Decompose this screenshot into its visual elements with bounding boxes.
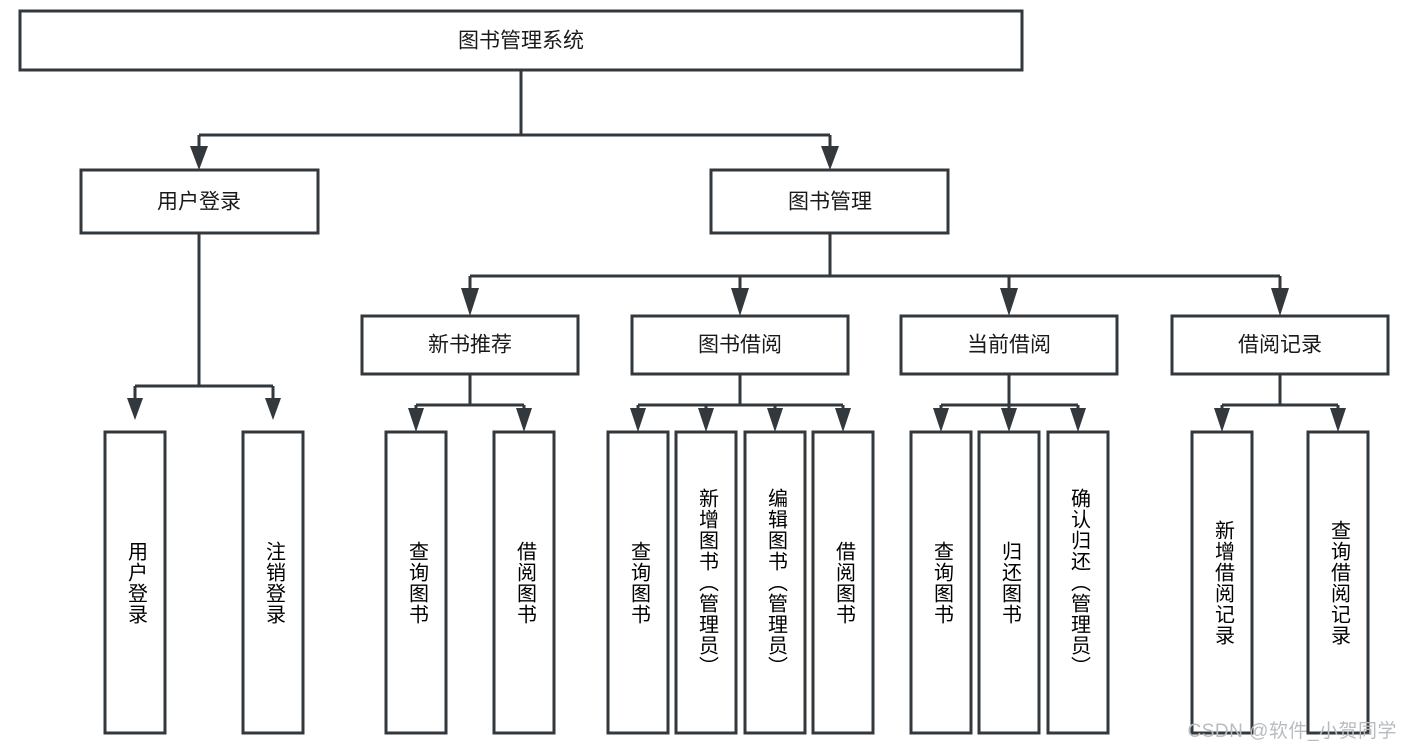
leaf-query-book-c-box[interactable] — [909, 430, 973, 735]
leaf-query-book-a-box[interactable] — [384, 430, 448, 735]
arrowhead-borrow-record — [1271, 288, 1289, 316]
arrowhead-leaf-borrow-a — [516, 408, 532, 432]
node-new-book-recommend[interactable]: 新书推荐 — [360, 314, 580, 376]
csdn-watermark: CSDN @软件_小贺同学 — [1187, 721, 1397, 742]
arrowhead-user-login — [190, 146, 208, 170]
node-new-book-recommend-box[interactable] — [360, 314, 580, 376]
connector-group-userlogin-to-leaves — [127, 233, 281, 420]
arrowhead-leaf-query-b — [630, 408, 646, 432]
arrowhead-leaf-edit-book — [767, 408, 783, 432]
leaf-boxes-group — [103, 430, 1370, 735]
connector-group-bookmgmt-to-level3 — [461, 233, 1289, 316]
node-new-book-recommend-label: 新书推荐 — [428, 334, 512, 357]
arrowhead-book-mgmt — [821, 146, 839, 170]
leaf-borrow-book-b-box[interactable] — [811, 430, 875, 735]
node-root-label: 图书管理系统 — [458, 30, 584, 53]
node-root[interactable]: 图书管理系统 — [18, 9, 1024, 72]
leaf-add-record-box[interactable] — [1190, 430, 1254, 735]
arrowhead-book-borrow — [731, 288, 749, 316]
node-current-borrow-label: 当前借阅 — [967, 334, 1051, 357]
leaf-query-record-box[interactable] — [1306, 430, 1370, 735]
leaf-borrow-book-a-box[interactable] — [492, 430, 556, 735]
node-borrow-record[interactable]: 借阅记录 — [1170, 314, 1390, 376]
node-book-management[interactable]: 图书管理 — [709, 168, 950, 235]
arrowhead-current-borrow — [1000, 288, 1018, 316]
node-book-borrow-box[interactable] — [630, 314, 850, 376]
connector-group-root-to-level2 — [190, 70, 839, 170]
node-book-borrow-label: 图书借阅 — [698, 334, 782, 357]
node-user-login-box[interactable] — [79, 168, 320, 235]
node-book-management-box[interactable] — [709, 168, 950, 235]
arrowhead-leaf-logout — [265, 398, 281, 420]
leaf-logout-box[interactable] — [241, 430, 305, 735]
leaf-query-book-b-box[interactable] — [606, 430, 670, 735]
connector-group-bookborrow-to-leaves — [630, 374, 851, 432]
arrowhead-leaf-user-login — [127, 398, 143, 420]
arrowhead-leaf-add-book — [698, 408, 714, 432]
arrowhead-leaf-query-a — [408, 408, 424, 432]
node-borrow-record-box[interactable] — [1170, 314, 1390, 376]
leaf-user-login-box[interactable] — [103, 430, 167, 735]
leaf-confirm-return-admin-box[interactable] — [1046, 430, 1110, 735]
node-root-box[interactable] — [18, 9, 1024, 72]
node-book-management-label: 图书管理 — [788, 191, 872, 214]
arrowhead-new-book-rec — [461, 288, 479, 316]
connector-group-currentborrow-to-leaves — [933, 374, 1086, 432]
arrowhead-leaf-query-record — [1330, 408, 1346, 432]
arrowhead-leaf-borrow-b — [835, 408, 851, 432]
node-current-borrow-box[interactable] — [899, 314, 1119, 376]
connector-group-newbookrec-to-leaves — [408, 374, 532, 432]
node-current-borrow[interactable]: 当前借阅 — [899, 314, 1119, 376]
leaf-add-book-admin-box[interactable] — [674, 430, 738, 735]
arrowhead-leaf-query-c — [933, 408, 949, 432]
node-user-login[interactable]: 用户登录 — [79, 168, 320, 235]
arrowhead-leaf-add-record — [1214, 408, 1230, 432]
node-book-borrow[interactable]: 图书借阅 — [630, 314, 850, 376]
arrowhead-leaf-confirm-return — [1070, 408, 1086, 432]
leaf-return-book-box[interactable] — [977, 430, 1041, 735]
leaf-edit-book-admin-box[interactable] — [743, 430, 807, 735]
node-borrow-record-label: 借阅记录 — [1238, 334, 1322, 357]
connector-group-borrowrecord-to-leaves — [1214, 374, 1346, 432]
arrowhead-leaf-return — [1001, 408, 1017, 432]
node-user-login-label: 用户登录 — [157, 191, 241, 214]
